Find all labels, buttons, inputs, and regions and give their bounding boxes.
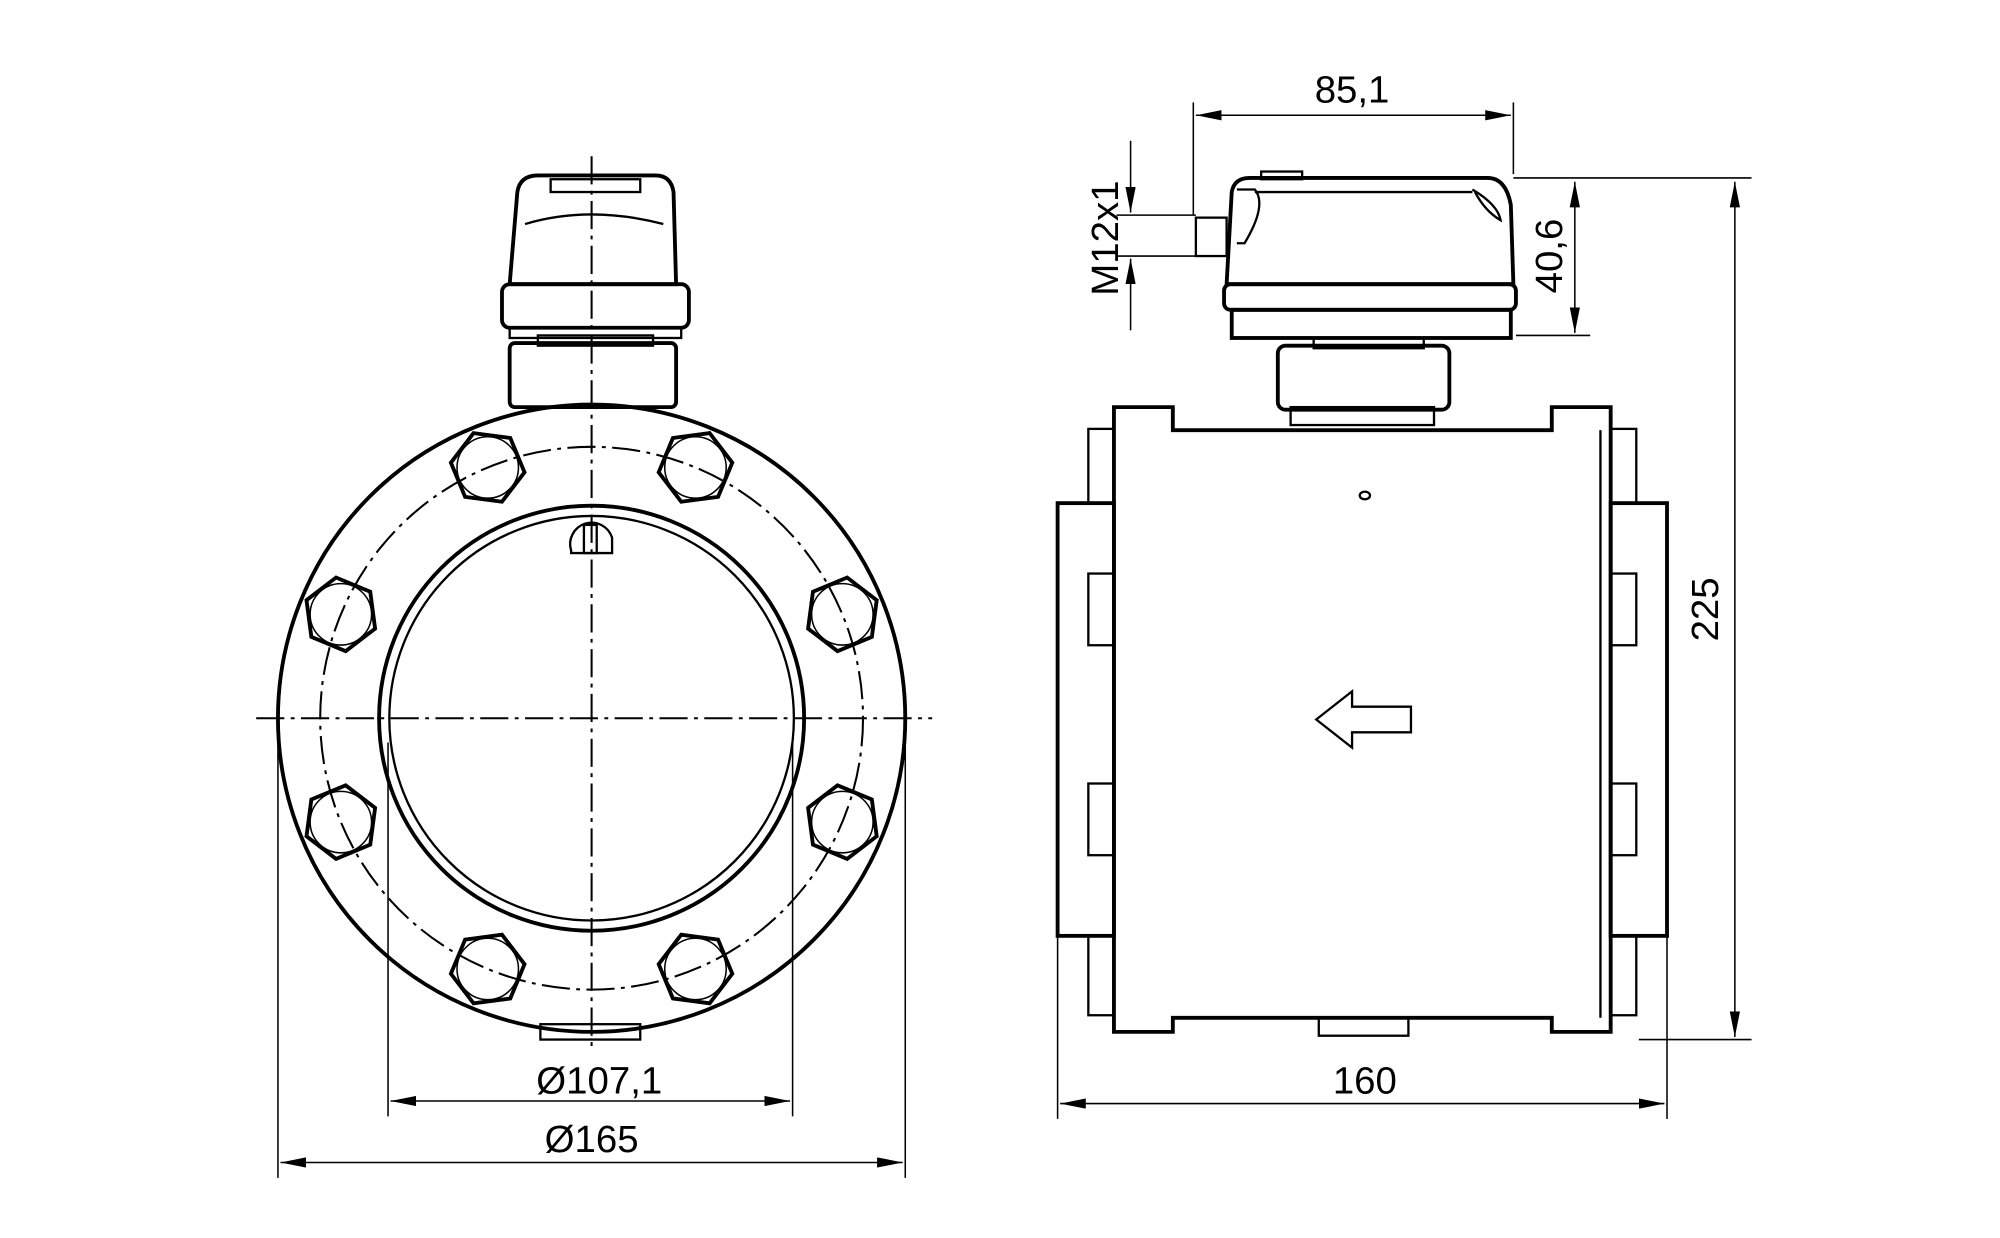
dimension-total-height: 225 bbox=[1638, 181, 1752, 1041]
length-label: 160 bbox=[1333, 1059, 1397, 1102]
hex-bolt-face bbox=[309, 582, 373, 646]
hex-bolt bbox=[656, 431, 735, 504]
dimension-length: 160 bbox=[1056, 935, 1668, 1119]
head-width-label: 85,1 bbox=[1315, 68, 1390, 111]
hex-bolt-face bbox=[810, 790, 874, 854]
hex-bolt bbox=[304, 783, 378, 862]
hex-bolt bbox=[656, 932, 735, 1006]
hex-bolt-face bbox=[810, 582, 874, 646]
total-height-label: 225 bbox=[1684, 577, 1727, 641]
head-height-label: 40,6 bbox=[1528, 219, 1571, 294]
front-view: Ø107,1 Ø165 bbox=[256, 156, 933, 1178]
bore-diameter-label: Ø107,1 bbox=[536, 1059, 662, 1102]
hex-bolt-face bbox=[309, 790, 373, 854]
hex-bolt bbox=[806, 575, 879, 654]
hex-bolt-face bbox=[663, 435, 727, 499]
dimension-head-height: 40,6 bbox=[1513, 177, 1752, 337]
m12-connector bbox=[1194, 216, 1228, 258]
hex-bolt bbox=[806, 783, 879, 862]
dimension-flange: Ø165 bbox=[277, 742, 907, 1178]
hex-bolt-face bbox=[456, 937, 520, 1001]
dimension-connector: M12x1 bbox=[1084, 140, 1196, 331]
connector-label: M12x1 bbox=[1084, 181, 1127, 296]
flange-bolts bbox=[304, 431, 879, 1006]
dimension-bore: Ø107,1 bbox=[387, 742, 794, 1117]
hex-bolt-face bbox=[663, 937, 727, 1001]
hex-bolt bbox=[448, 431, 527, 504]
hex-bolt bbox=[448, 932, 527, 1006]
hex-bolt bbox=[304, 575, 378, 654]
flange-diameter-label: Ø165 bbox=[545, 1118, 639, 1161]
flow-direction-arrow-icon bbox=[1314, 688, 1413, 751]
pipe-body-side bbox=[1055, 405, 1669, 1037]
dimension-head-width: 85,1 bbox=[1192, 68, 1515, 216]
hex-bolt-face bbox=[456, 435, 520, 499]
sensor-head-front bbox=[500, 173, 691, 410]
side-view: 85,1 M12x1 40,6 225 160 bbox=[1055, 68, 1752, 1119]
sensor-head-side bbox=[1194, 170, 1518, 427]
